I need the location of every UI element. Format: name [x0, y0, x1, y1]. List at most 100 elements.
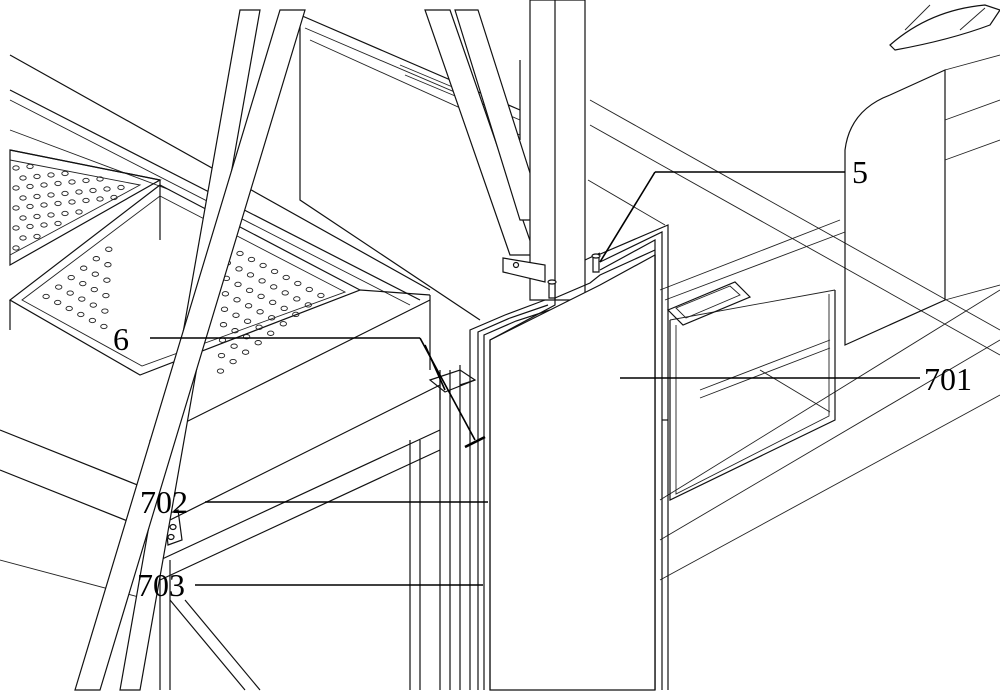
perforation-hole: [97, 177, 103, 181]
ref-label-5: 5: [852, 154, 868, 190]
perforation-hole: [69, 180, 75, 184]
ref-label-701: 701: [924, 361, 972, 397]
perforation-hole: [283, 275, 289, 279]
perforation-hole: [97, 197, 103, 201]
perforation-hole: [67, 291, 73, 295]
perforation-hole: [231, 344, 237, 348]
perforation-hole: [104, 187, 110, 191]
perforation-hole: [294, 297, 300, 301]
perforation-hole: [268, 331, 274, 335]
perforation-hole: [43, 294, 49, 298]
perforation-hole: [255, 341, 261, 345]
diagonal-braces: [75, 10, 545, 690]
perforation-hole: [80, 281, 86, 285]
perforation-hole: [83, 198, 89, 202]
perforation-hole: [271, 269, 277, 273]
perforation-hole: [62, 191, 68, 195]
perforation-hole: [20, 176, 26, 180]
perforation-hole: [56, 285, 62, 289]
perforation-hole: [93, 257, 99, 261]
perforation-hole: [34, 194, 40, 198]
perforation-hole: [222, 292, 228, 296]
perforation-hole: [79, 297, 85, 301]
leader-lines: [150, 172, 920, 585]
perforation-hole: [248, 257, 254, 261]
perforation-hole: [118, 185, 124, 189]
perforation-hole: [48, 213, 54, 217]
perforation-hole: [20, 236, 26, 240]
perforation-hole: [282, 291, 288, 295]
perforation-hole: [13, 186, 19, 190]
perforation-hole: [102, 309, 108, 313]
perforation-hole: [111, 195, 117, 199]
lower-left-frame: [0, 365, 460, 690]
perforation-hole: [55, 201, 61, 205]
perforation-hole: [280, 322, 286, 326]
perforation-hole: [41, 183, 47, 187]
perforation-hole: [27, 224, 33, 228]
vertical-column: [503, 0, 600, 300]
perforation-hole: [281, 306, 287, 310]
bracket-detail: [430, 370, 475, 400]
perforation-hole: [76, 210, 82, 214]
perforation-hole: [218, 353, 224, 357]
perforation-hole: [69, 200, 75, 204]
fastener-6-marker: [465, 437, 485, 447]
perforation-hole: [105, 263, 111, 267]
perforation-hole: [270, 300, 276, 304]
perforation-hole: [242, 350, 248, 354]
perforation-hole: [13, 166, 19, 170]
perforation-hole: [90, 188, 96, 192]
perforation-hole: [293, 312, 299, 316]
perforation-hole: [295, 281, 301, 285]
leader-5-angled: [600, 172, 655, 262]
perforation-hole: [91, 287, 97, 291]
perforation-hole: [13, 226, 19, 230]
perforation-hole: [306, 287, 312, 291]
panel-701-assembly: [470, 225, 668, 690]
reference-numerals: 5 6 701 702 703: [113, 154, 972, 603]
perforation-hole: [259, 279, 265, 283]
perforation-hole: [104, 278, 110, 282]
perforation-hole: [92, 272, 98, 276]
perforation-hole: [13, 206, 19, 210]
perforation-hole: [89, 318, 95, 322]
perforation-hole: [258, 294, 264, 298]
perforation-hole: [55, 181, 61, 185]
ref-label-702: 702: [140, 484, 188, 520]
perforation-hole: [27, 184, 33, 188]
perforation-hole: [243, 335, 249, 339]
perforation-hole: [217, 369, 223, 373]
perforation-hole: [62, 211, 68, 215]
perforation-hole: [232, 329, 238, 333]
perforation-hole: [83, 178, 89, 182]
perforation-hole: [244, 319, 250, 323]
perforation-hole: [66, 306, 72, 310]
perforation-hole: [106, 247, 112, 251]
perforation-hole: [260, 263, 266, 267]
perforation-hole: [41, 223, 47, 227]
perforation-hole: [68, 275, 74, 279]
perforation-hole: [221, 307, 227, 311]
perforation-hole: [48, 173, 54, 177]
ref-label-6: 6: [113, 321, 129, 357]
perforation-hole: [90, 303, 96, 307]
perforation-hole: [230, 359, 236, 363]
perforation-hole: [34, 214, 40, 218]
perforation-hole: [305, 303, 311, 307]
perforation-hole: [101, 324, 107, 328]
perforation-hole: [246, 288, 252, 292]
perforation-hole: [20, 216, 26, 220]
right-background-structure: [588, 5, 1000, 580]
perforation-hole: [235, 282, 241, 286]
perforation-hole: [233, 313, 239, 317]
perforation-hole: [20, 196, 26, 200]
perforation-hole: [257, 310, 263, 314]
perforation-hole: [269, 316, 275, 320]
perforation-hole: [41, 203, 47, 207]
perforation-hole: [271, 285, 277, 289]
perforation-hole: [55, 221, 61, 225]
perforation-hole: [27, 164, 33, 168]
perforation-hole: [78, 312, 84, 316]
